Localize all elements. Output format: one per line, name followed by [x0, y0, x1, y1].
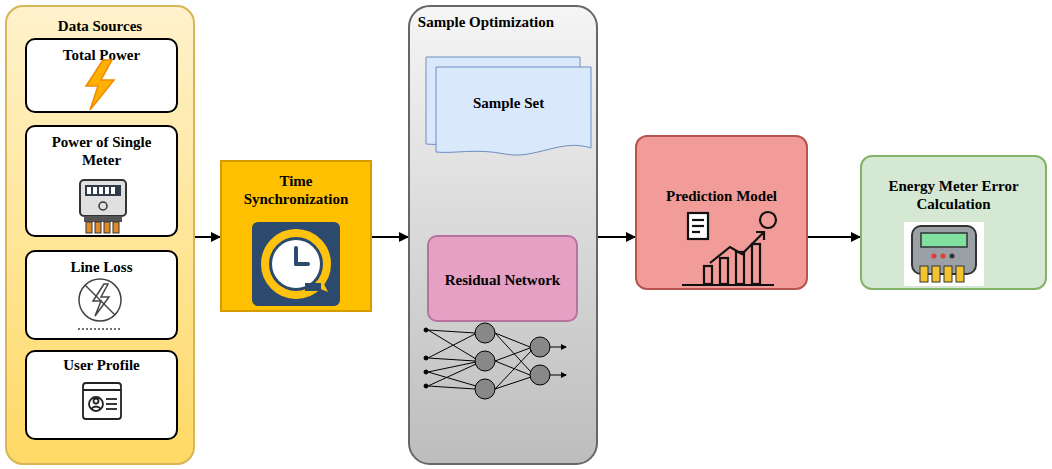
neural-network-icon	[424, 323, 566, 399]
source-box: Total Power	[25, 38, 178, 113]
node-label: Residual Network	[435, 271, 570, 289]
document-shape: Sample Set	[425, 56, 592, 160]
node-label: Line Loss	[33, 258, 170, 276]
source-box: Line Loss	[25, 250, 178, 340]
source-box: User Profile	[25, 350, 178, 440]
node-label: Total Power	[33, 46, 170, 64]
flow-arrow	[598, 236, 635, 238]
lightning-icon	[86, 60, 114, 110]
profile-icon	[83, 383, 121, 419]
node-label: Sample Optimization	[416, 13, 556, 31]
process-box: Residual Network	[427, 235, 578, 322]
process-box: Time Synchronization	[220, 160, 372, 312]
node-label: Energy Meter Error Calculation	[868, 177, 1039, 213]
node-label: Prediction Model	[643, 187, 800, 205]
clock-icon	[252, 222, 340, 306]
chart-icon	[682, 212, 776, 285]
process-box: Prediction Model	[635, 135, 808, 290]
group-panel: Data SourcesTotal PowerPower of Single M…	[5, 5, 195, 465]
node-label: Power of Single Meter	[33, 133, 170, 169]
node-label: Time Synchronization	[228, 172, 364, 208]
flow-arrow	[808, 236, 860, 238]
meter-icon	[80, 180, 126, 233]
node-label: Data Sources	[13, 17, 187, 35]
process-box: Energy Meter Error Calculation	[860, 155, 1047, 290]
no-power-icon	[78, 279, 122, 329]
flow-arrow	[195, 236, 220, 238]
energy-meter-icon	[904, 222, 984, 286]
source-box: Power of Single Meter	[25, 125, 178, 237]
node-label: Sample Set	[431, 94, 586, 112]
node-label: User Profile	[33, 356, 170, 374]
flow-arrow	[372, 236, 408, 238]
group-panel: Sample OptimizationSample SetResidual Ne…	[408, 5, 598, 465]
